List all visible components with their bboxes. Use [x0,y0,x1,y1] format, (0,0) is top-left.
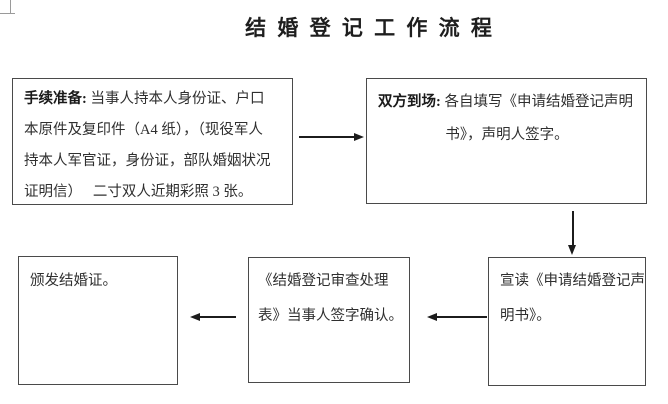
arrow-right-icon [354,132,364,141]
box-text-line: 书》，声明人签字。 [445,127,569,143]
box-text-line: 明书》。 [500,308,551,324]
flow-box-procedure-preparation: 手续准备: 当事人持本人身份证、户口 本原件及复印件（A4 纸），（现役军人 持… [12,78,293,205]
box-text-line: 手续准备: 当事人持本人身份证、户口 [24,84,282,115]
arrow-down-icon [568,245,576,255]
arrow-read-to-review-line [436,316,487,318]
table-corner-mark-vertical [10,0,11,14]
page-title: 结 婚 登 记 工 作 流 程 [245,16,495,40]
box-text-line: 证明信） 二寸双人近期彩照 3 张。 [24,184,253,200]
box-text-line: 本原件及复印件（A4 纸），（现役军人 [24,122,263,138]
flow-box-both-parties-present: 双方到场: 各自填写《申请结婚登记声明 书》，声明人签字。 [366,78,647,204]
box-text-line: 《结婚登记审查处理 [258,273,389,289]
flow-box-issue-certificate: 颁发结婚证。 [18,256,178,385]
box-text: 当事人持本人身份证、户口 [90,91,265,107]
box-text-line: 表》当事人签字确认。 [258,308,403,324]
arrow-prepare-to-present-line [299,136,355,138]
arrow-left-icon [190,312,200,321]
flow-box-read-declaration: 宣读《申请结婚登记声 明书》。 [488,257,646,386]
arrow-left-icon [427,312,437,321]
box-text-line: 颁发结婚证。 [30,273,117,289]
box-text-line: 持本人军官证，身份证，部队婚姻状况 [24,153,271,169]
box-bold-label: 手续准备: [24,91,87,107]
box-text-line: 宣读《申请结婚登记声 [500,273,645,289]
box-text-line: 双方到场: 各自填写《申请结婚登记声明 [378,86,636,119]
box-bold-label: 双方到场: [378,94,441,110]
box-text: 各自填写《申请结婚登记声明 [444,94,633,110]
arrow-review-to-issue-line [199,316,236,318]
arrow-present-to-read-line [572,211,574,247]
table-corner-mark-horizontal [0,13,15,14]
flow-box-review-form-signature: 《结婚登记审查处理 表》当事人签字确认。 [248,257,410,383]
